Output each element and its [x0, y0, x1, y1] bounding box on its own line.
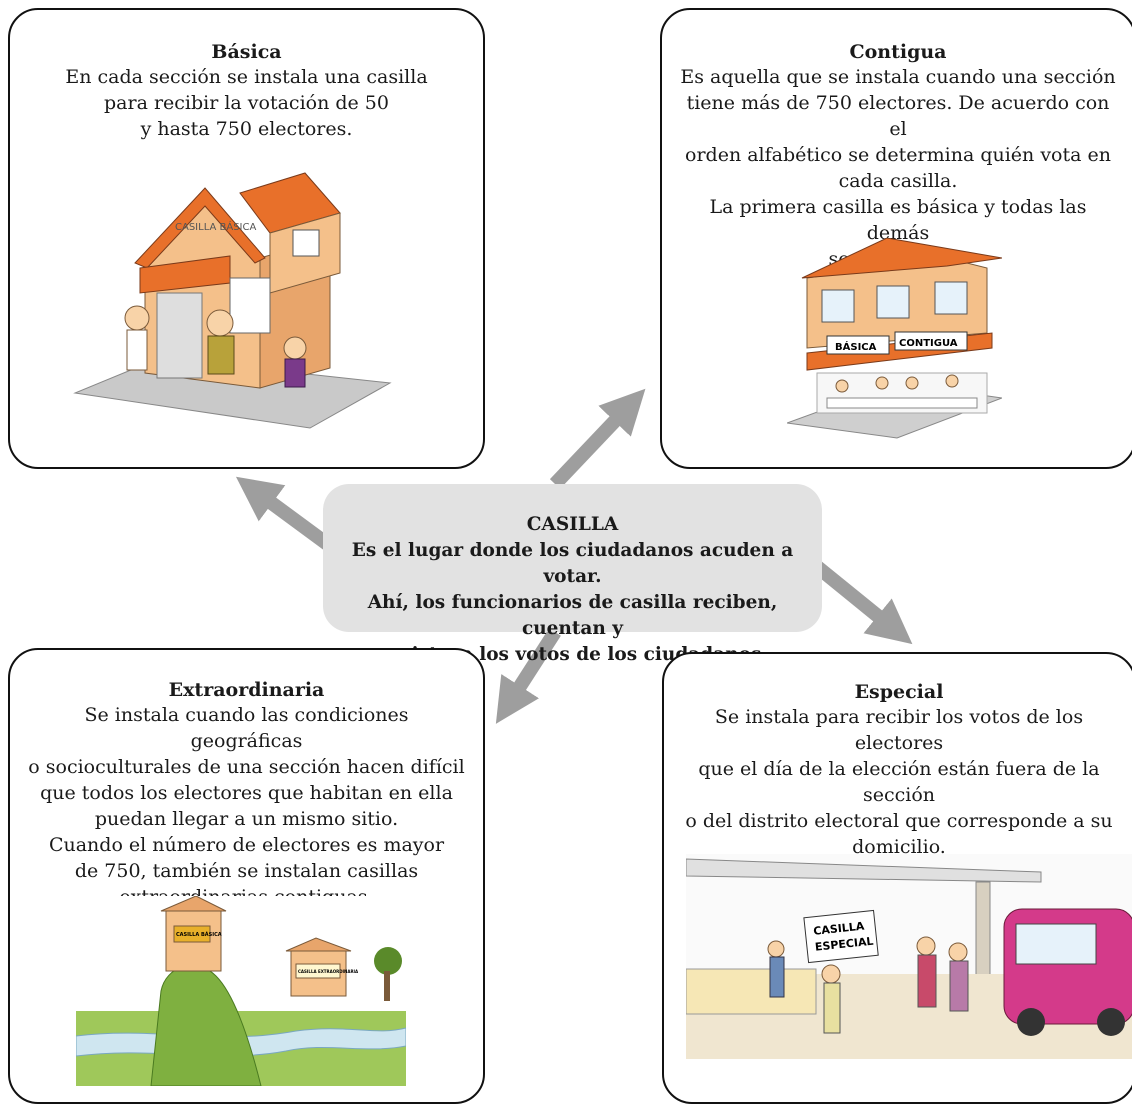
basica-description: En cada sección se instala una casilla p…: [65, 66, 428, 140]
sign-basica: BÁSICA: [835, 340, 877, 353]
center-casilla-box: CASILLA Es el lugar donde los ciudadanos…: [323, 484, 822, 665]
card-basica: Básica En cada sección se instala una ca…: [8, 8, 485, 469]
contigua-description: Es aquella que se instala cuando una sec…: [680, 66, 1116, 270]
bus-stop-illustration: CASILLA ESPECIAL: [686, 854, 1132, 1059]
especial-title: Especial: [854, 681, 944, 703]
card-extraordinaria: Extraordinaria Se instala cuando las con…: [8, 648, 485, 1104]
card-contigua: Contigua Es aquella que se instala cuand…: [660, 8, 1132, 469]
arrow-to-contigua: [549, 388, 646, 489]
especial-description: Se instala para recibir los votos de los…: [685, 706, 1113, 858]
hill-sign-2: CASILLA EXTRAORDINARIA: [298, 969, 359, 974]
house-sign: CASILLA BÁSICA: [175, 220, 256, 233]
house-illustration: CASILLA BÁSICA: [73, 172, 392, 429]
center-title: CASILLA: [526, 514, 619, 535]
center-line-2: Ahí, los funcionarios de casilla reciben…: [367, 592, 778, 639]
card-especial: Especial Se instala para recibir los vot…: [662, 652, 1132, 1104]
center-line-1: Es el lugar donde los ciudadanos acuden …: [351, 540, 794, 587]
sign-contigua: CONTIGUA: [899, 338, 958, 349]
especial-sign-1: CASILLA: [813, 920, 866, 938]
especial-sign-2: ESPECIAL: [814, 935, 874, 954]
basica-title: Básica: [211, 41, 282, 63]
hill-sign-1: CASILLA BÁSICA: [176, 931, 222, 938]
building-illustration: BÁSICA CONTIGUA: [787, 238, 1002, 439]
arrow-to-extra: [495, 628, 561, 724]
extra-description: Se instala cuando las condiciones geográ…: [28, 704, 465, 908]
extra-title: Extraordinaria: [168, 679, 325, 701]
arrow-to-especial: [810, 559, 913, 645]
hill-illustration: CASILLA BÁSICA CASILLA EXTRAORDINARIA: [76, 896, 406, 1086]
contigua-title: Contigua: [849, 41, 947, 63]
arrow-to-basica: [235, 476, 335, 552]
